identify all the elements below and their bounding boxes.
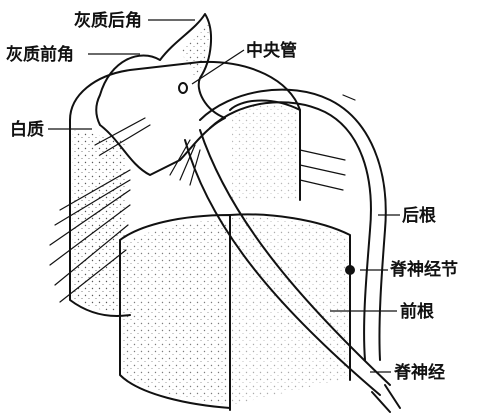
label-ventral-root: 前根 — [400, 303, 434, 321]
label-central-canal: 中央管 — [246, 42, 297, 60]
arrow-dorsal — [343, 95, 355, 100]
central-canal-shape — [179, 83, 187, 93]
label-spinal-nerve: 脊神经 — [394, 364, 445, 382]
label-white-matter: 白质 — [10, 121, 44, 139]
right-column — [230, 101, 300, 200]
label-gray-posterior-horn: 灰质后角 — [74, 12, 142, 30]
label-spinal-ganglion: 脊神经节 — [390, 261, 458, 279]
ganglion-cell — [345, 265, 355, 275]
label-dorsal-root: 后根 — [402, 207, 436, 225]
label-gray-anterior-horn: 灰质前角 — [6, 46, 74, 64]
